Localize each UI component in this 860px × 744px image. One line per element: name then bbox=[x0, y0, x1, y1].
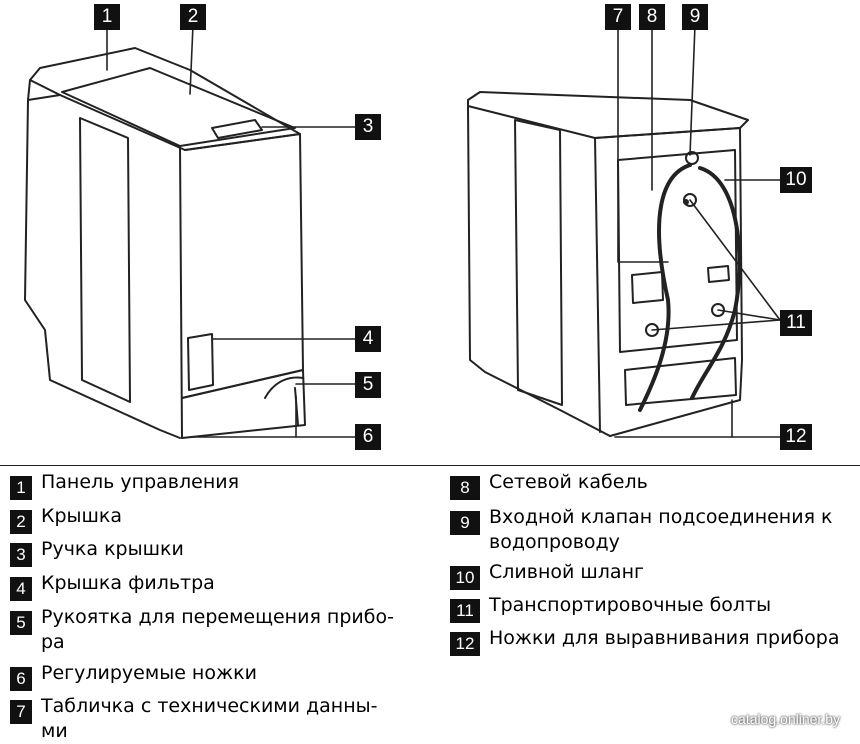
legend-number: 2 bbox=[10, 510, 32, 534]
legend-item: 11 Транспортировочные болты bbox=[450, 593, 771, 623]
legend-label: Ножки для выравнивания прибора bbox=[489, 627, 840, 649]
legend-item: 6 Регулируемые ножки bbox=[10, 661, 257, 691]
callout-11: 11 bbox=[780, 310, 812, 336]
legend-item: 7 Табличка с техническими данны- ми bbox=[10, 694, 378, 744]
legend-number: 6 bbox=[10, 667, 32, 691]
legend-label: Табличка с техническими данны- ми bbox=[41, 695, 378, 742]
legend-label: Транспортировочные болты bbox=[489, 594, 772, 616]
legend-number: 11 bbox=[450, 599, 480, 623]
callout-3: 3 bbox=[355, 114, 381, 140]
watermark: catalog.onliner.by bbox=[731, 711, 840, 727]
legend-number: 12 bbox=[450, 632, 480, 656]
legend-item: 9 Входной клапан подсоединения к водопро… bbox=[450, 505, 833, 555]
callout-7: 7 bbox=[605, 4, 631, 30]
legend-item: 10 Сливной шланг bbox=[450, 560, 644, 590]
legend-item: 12 Ножки для выравнивания прибора bbox=[450, 626, 839, 656]
washing-machine-diagram bbox=[24, 24, 781, 439]
legend-label: Крышка фильтра bbox=[41, 572, 215, 594]
callout-8: 8 bbox=[639, 4, 665, 30]
legend-number: 1 bbox=[10, 476, 32, 500]
legend-item: 1 Панель управления bbox=[10, 470, 239, 500]
legend-label: Сливной шланг bbox=[489, 561, 644, 583]
legend-number: 5 bbox=[10, 611, 32, 635]
legend-number: 7 bbox=[10, 700, 32, 724]
callout-2: 2 bbox=[180, 4, 206, 30]
rear-view-machine bbox=[467, 91, 749, 437]
front-view-machine bbox=[24, 47, 306, 439]
legend-label: Регулируемые ножки bbox=[41, 662, 257, 684]
leader-lines bbox=[106, 24, 781, 438]
callout-6: 6 bbox=[355, 424, 381, 450]
legend-label: Сетевой кабель bbox=[489, 471, 648, 493]
legend-item: 8 Сетевой кабель bbox=[450, 470, 648, 500]
callout-12: 12 bbox=[780, 424, 812, 450]
legend-item: 3 Ручка крышки bbox=[10, 537, 184, 567]
callout-5: 5 bbox=[355, 372, 381, 398]
legend-item: 4 Крышка фильтра bbox=[10, 571, 215, 601]
callout-1: 1 bbox=[94, 4, 120, 30]
legend-label: Ручка крышки bbox=[41, 538, 184, 560]
legend-number: 4 bbox=[10, 577, 32, 601]
legend-number: 8 bbox=[450, 476, 480, 500]
legend-number: 10 bbox=[450, 566, 480, 590]
callout-4: 4 bbox=[355, 326, 381, 352]
legend-number: 3 bbox=[10, 543, 32, 567]
divider bbox=[0, 465, 860, 466]
legend-number: 9 bbox=[450, 511, 480, 535]
legend-item: 2 Крышка bbox=[10, 504, 122, 534]
callout-10: 10 bbox=[780, 167, 812, 193]
legend-item: 5 Рукоятка для перемещения прибо- ра bbox=[10, 605, 394, 655]
legend-label: Рукоятка для перемещения прибо- ра bbox=[41, 606, 394, 653]
legend-label: Крышка bbox=[41, 505, 123, 527]
callout-9: 9 bbox=[682, 4, 708, 30]
legend-label: Панель управления bbox=[41, 471, 240, 493]
legend-label: Входной клапан подсоединения к водопрово… bbox=[489, 506, 833, 553]
